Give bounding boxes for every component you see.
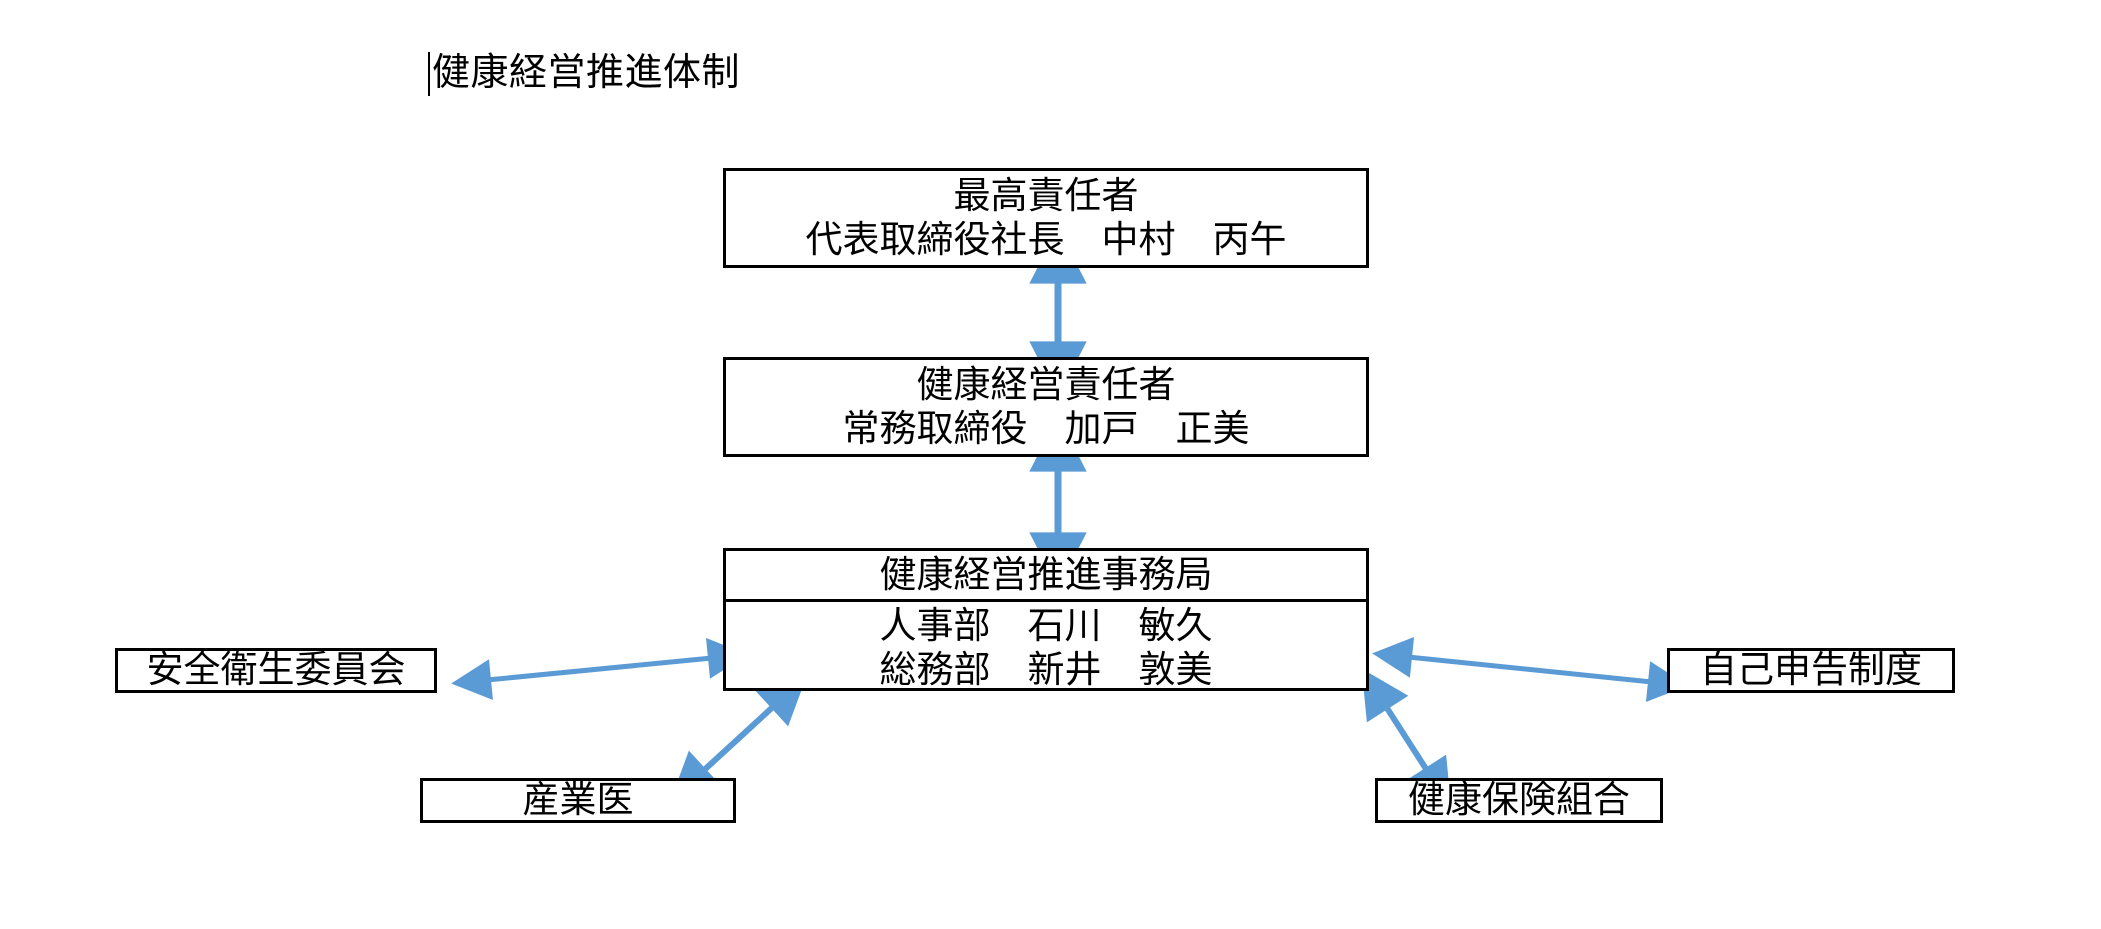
node-secretariat-members: 人事部 石川 敏久 総務部 新井 敦美	[726, 602, 1366, 694]
node-ceo-person: 代表取締役社長 中村 丙午	[805, 219, 1287, 260]
connector-secretariat-self-report	[1372, 637, 1688, 702]
node-secretariat-member-2: 総務部 新井 敦美	[879, 648, 1213, 690]
node-occupational-physician[interactable]: 産業医	[420, 778, 736, 823]
node-self-report-label: 自己申告制度	[1700, 648, 1922, 690]
node-health-manager-person: 常務取締役 加戸 正美	[842, 408, 1250, 449]
node-promotion-secretariat[interactable]: 健康経営推進事務局 人事部 石川 敏久 総務部 新井 敦美	[723, 548, 1369, 691]
node-self-report-system[interactable]: 自己申告制度	[1667, 648, 1955, 693]
connector-secretariat-doctor	[670, 675, 807, 802]
page-title: 健康経営推進体制	[428, 52, 740, 96]
node-insurance-label: 健康保険組合	[1408, 778, 1630, 820]
node-secretariat-header: 健康経営推進事務局	[726, 551, 1366, 603]
node-ceo-role: 最高責任者	[953, 175, 1139, 217]
node-safety-health-committee[interactable]: 安全衛生委員会	[115, 648, 437, 693]
node-secretariat-member-1: 人事部 石川 敏久	[879, 605, 1213, 647]
node-doctor-label: 産業医	[522, 778, 634, 820]
node-health-management-officer[interactable]: 健康経営責任者 常務取締役 加戸 正美	[723, 357, 1369, 457]
node-health-insurance-association[interactable]: 健康保険組合	[1375, 778, 1663, 823]
node-chief-executive[interactable]: 最高責任者 代表取締役社長 中村 丙午	[723, 168, 1369, 268]
connector-safety-secretariat	[451, 637, 748, 701]
node-health-manager-role: 健康経営責任者	[916, 364, 1176, 406]
connector-secretariat-insurance	[1361, 668, 1452, 809]
node-safety-label: 安全衛生委員会	[146, 648, 406, 690]
